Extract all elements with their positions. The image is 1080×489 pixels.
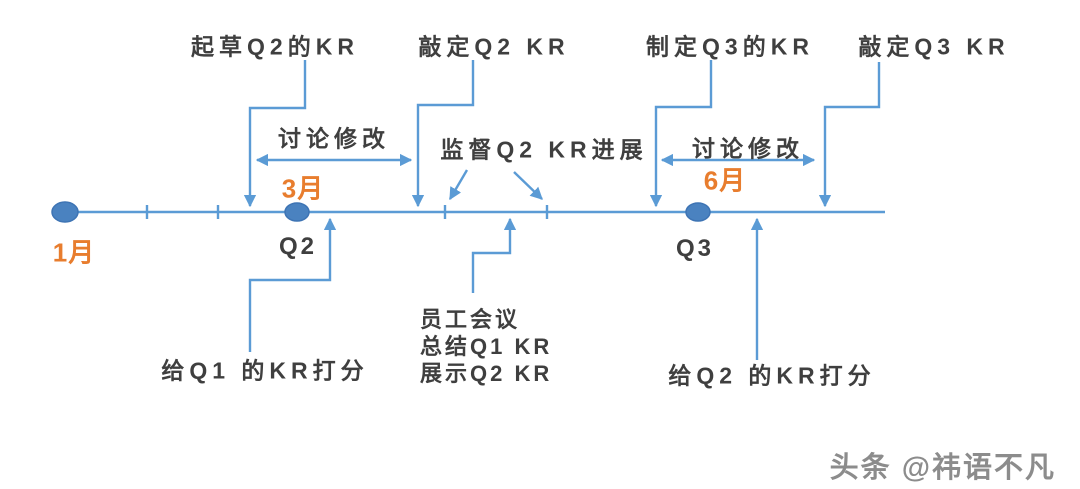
- watermark-toutiao: 头条 @祎语不凡: [829, 452, 1056, 484]
- label-quarter-q3: Q3: [675, 234, 715, 262]
- label-finalize-q2-kr: 敲定Q2 KR: [418, 33, 570, 60]
- dot-january: [51, 201, 79, 223]
- connector-draft-q2: [243, 60, 307, 208]
- label-score-q1-kr: 给Q1 的KR打分: [161, 357, 369, 384]
- label-staff-meeting-line1: 员工会议: [420, 307, 521, 332]
- label-draft-q2-kr: 起草Q2的KR: [191, 33, 359, 60]
- dot-june: [685, 202, 711, 222]
- label-discuss-revise-right: 讨论修改: [692, 135, 804, 162]
- label-finalize-q3-kr: 敲定Q3 KR: [858, 33, 1010, 60]
- connector-finalize-q3: [818, 62, 881, 208]
- label-supervise-q2-kr-progress: 监督Q2 KR进展: [440, 136, 648, 163]
- label-month-june: 6月: [703, 165, 747, 196]
- label-staff-meeting-block: 员工会议 总结Q1 KR 展示Q2 KR: [420, 306, 552, 387]
- timeline-tick-marks: [145, 205, 549, 219]
- connector-finalize-q2: [411, 60, 475, 208]
- label-staff-meeting-line2: 总结Q1 KR: [420, 334, 553, 359]
- label-make-q3-kr: 制定Q3的KR: [646, 33, 814, 60]
- label-discuss-revise-left: 讨论修改: [278, 125, 390, 152]
- label-score-q2-kr: 给Q2 的KR打分: [668, 362, 876, 389]
- arrow-supervise-left: [448, 169, 469, 201]
- connector-make-q3: [649, 60, 713, 208]
- connector-staff-meeting: [471, 217, 517, 293]
- dot-march: [284, 202, 310, 222]
- arrow-supervise-right: [513, 171, 543, 200]
- connector-score-q1: [248, 217, 337, 352]
- label-staff-meeting-line3: 展示Q2 KR: [420, 361, 553, 386]
- label-quarter-q2: Q2: [278, 232, 318, 260]
- label-month-january: 1月: [52, 237, 96, 268]
- label-month-march: 3月: [281, 173, 325, 204]
